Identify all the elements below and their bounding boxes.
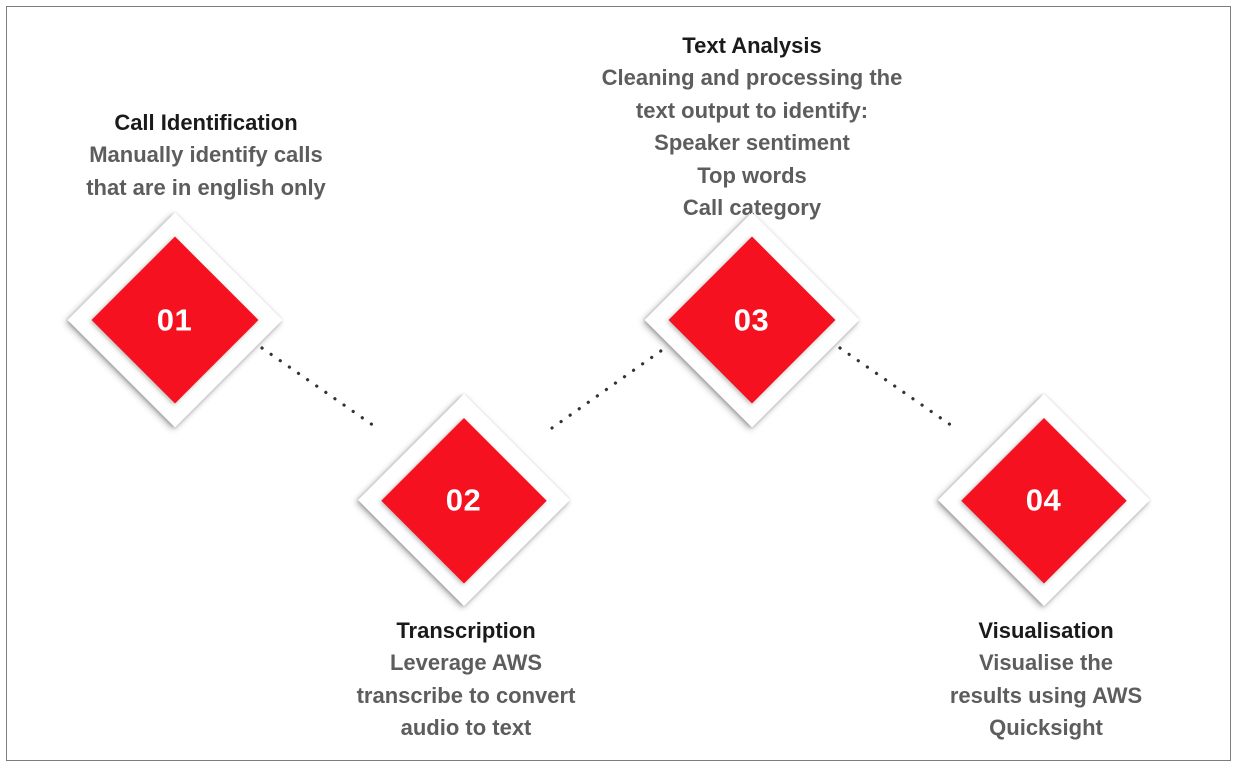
node-step-01[interactable]: 01 [67,212,283,428]
step-body-02: Leverage AWS transcribe to convert audio… [356,650,576,741]
caption-step-01: Call Identification Manually identify ca… [0,107,416,204]
node-step-02[interactable]: 02 [357,393,571,607]
step-body-03: Cleaning and processing the text output … [601,65,903,221]
node-step-04[interactable]: 04 [937,393,1151,607]
connector-02-03 [550,346,667,430]
diamond-outer-03: 03 [644,212,860,428]
node-step-03[interactable]: 03 [644,212,860,428]
connector-01-02 [260,346,379,430]
caption-step-04: Visualisation Visualise the results usin… [846,615,1238,745]
step-title-04: Visualisation [978,618,1114,643]
step-number-03: 03 [734,302,770,338]
step-body-01: Manually identify calls that are in engl… [86,142,326,200]
diamond-outer-04: 04 [937,393,1151,607]
diamond-inner-02: 02 [381,417,547,583]
diamond-inner-04: 04 [961,417,1127,583]
step-number-04: 04 [1026,482,1062,518]
caption-step-02: Transcription Leverage AWS transcribe to… [256,615,676,745]
diamond-outer-02: 02 [357,393,571,607]
caption-step-03: Text Analysis Cleaning and processing th… [492,30,1012,225]
diamond-inner-01: 01 [91,236,259,404]
step-title-01: Call Identification [114,110,298,135]
step-title-03: Text Analysis [682,33,822,58]
step-body-04: Visualise the results using AWS Quicksig… [949,650,1143,741]
connector-03-04 [838,346,957,430]
diamond-outer-01: 01 [67,212,283,428]
diamond-inner-03: 03 [668,236,836,404]
step-number-02: 02 [446,482,482,518]
step-number-01: 01 [157,302,193,338]
step-title-02: Transcription [396,618,536,643]
